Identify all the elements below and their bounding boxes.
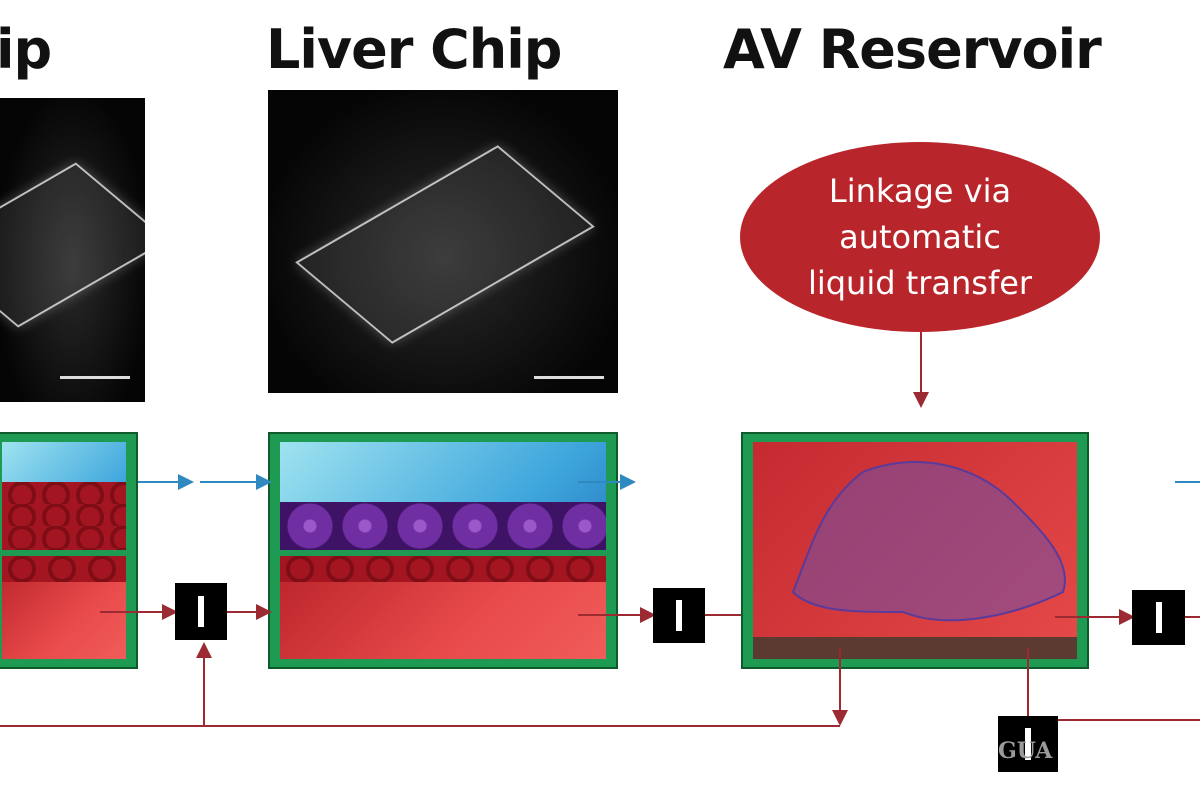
- reservoir-chamber: [753, 442, 1077, 637]
- left-chip-photo: [0, 98, 145, 402]
- liver-chip-diagram: [268, 432, 618, 669]
- left-chip-diagram: [0, 432, 138, 669]
- vascular-network: [791, 461, 1066, 622]
- basal-channel: [2, 556, 126, 659]
- scale-bar: [60, 376, 130, 379]
- liver-chip-photo: [268, 90, 618, 393]
- reservoir-base: [753, 637, 1077, 659]
- scale-bar: [534, 376, 604, 379]
- callout-line: liquid transfer: [807, 264, 1033, 302]
- callout-line: Linkage via: [828, 172, 1012, 210]
- left-chip-title: ip: [0, 18, 52, 81]
- valve-icon: [653, 588, 705, 643]
- liver-chip-title: Liver Chip: [266, 18, 562, 81]
- watermark-logo: GUA: [998, 738, 1053, 764]
- callout-line: automatic: [839, 218, 1001, 256]
- av-reservoir-diagram: [741, 432, 1089, 669]
- apical-channel: [280, 442, 606, 550]
- valve-icon: [175, 583, 227, 640]
- apical-channel: [2, 442, 126, 550]
- valve-icon: [998, 716, 1058, 772]
- basal-channel: [280, 556, 606, 659]
- valve-icon: [1132, 590, 1185, 645]
- av-reservoir-title: AV Reservoir: [723, 18, 1102, 81]
- linkage-callout: Linkage via automatic liquid transfer: [740, 142, 1100, 332]
